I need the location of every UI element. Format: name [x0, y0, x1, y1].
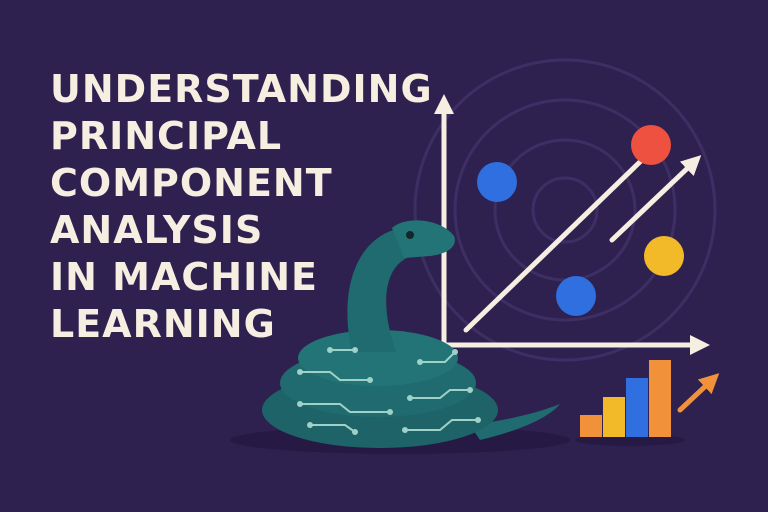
bar-3: [626, 378, 648, 437]
bar-4: [649, 360, 671, 437]
snake-head: [392, 220, 455, 258]
point-yellow: [644, 236, 684, 276]
snake-neck: [347, 228, 415, 352]
snake-tail: [470, 404, 560, 440]
point-blue-1: [477, 162, 517, 202]
snake-circuit-lines: [299, 349, 479, 433]
title-line-6: LEARNING: [50, 302, 276, 346]
pca-axes: [434, 94, 710, 355]
principal-component-line: [463, 155, 647, 333]
title-line-3: COMPONENT: [50, 161, 333, 205]
bar-2: [603, 397, 625, 437]
background-rings: [413, 58, 717, 362]
bar-1: [580, 415, 602, 437]
snake-circuit-nodes: [297, 347, 481, 435]
python-snake-icon: [230, 220, 570, 454]
point-blue-2: [556, 276, 596, 316]
title-line-1: UNDERSTANDING: [50, 67, 433, 111]
snake-coil-top: [298, 330, 458, 386]
data-points: [477, 125, 684, 316]
title-line-5: IN MACHINE: [50, 255, 318, 299]
snake-eye: [406, 231, 414, 239]
bar-chart-icon: [575, 360, 685, 446]
title-line-4: ANALYSIS: [50, 208, 264, 252]
trend-arrow-icon: [677, 373, 720, 413]
principal-component-arrow: [609, 155, 702, 243]
point-red: [631, 125, 671, 165]
title-line-2: PRINCIPAL: [50, 114, 283, 158]
page-title: UNDERSTANDING PRINCIPAL COMPONENT ANALYS…: [50, 66, 433, 348]
